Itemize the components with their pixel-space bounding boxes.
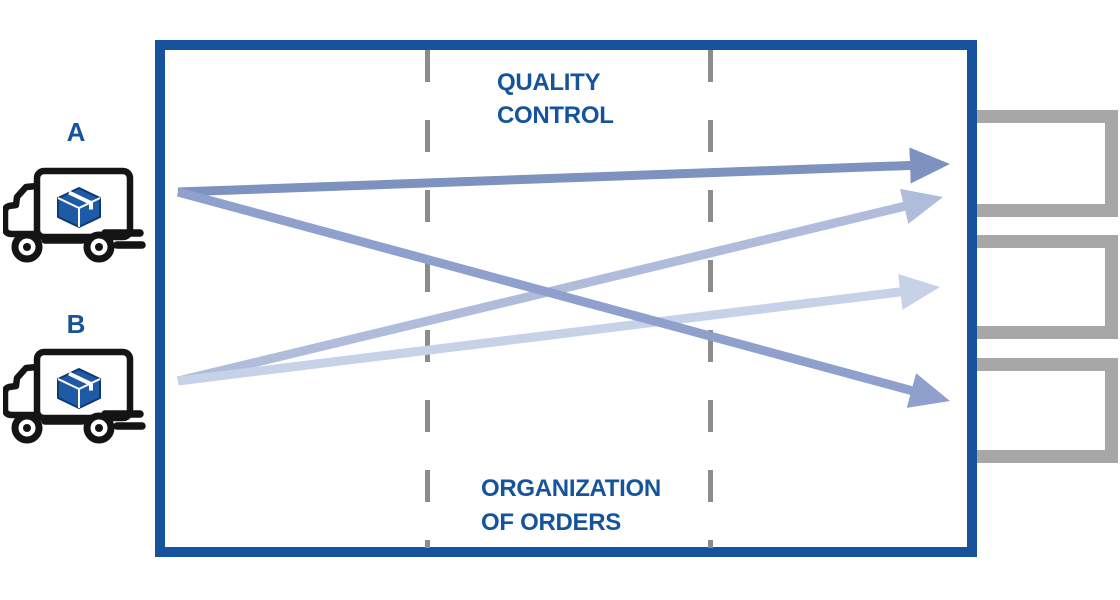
source-a-label: A [66,117,86,147]
quality-control-line1: QUALITY [497,69,601,96]
quality-control-label: QUALITY CONTROL [497,66,614,132]
quality-control-line2: CONTROL [497,102,614,129]
delivery-truck-icon [3,167,146,263]
organization-line2: OF ORDERS [481,509,621,536]
section-divider-2 [708,50,713,548]
bin-2 [977,235,1118,339]
storage-bins [977,0,1118,600]
facility-box [155,40,977,557]
package-icon [57,187,101,228]
package-icon [57,368,101,409]
organization-line1: ORGANIZATION [481,475,661,502]
bin-3 [977,358,1118,463]
delivery-truck-icon [3,348,146,444]
section-divider-1 [425,50,430,548]
bin-1 [977,110,1118,217]
organization-of-orders-label: ORGANIZATION OF ORDERS [481,472,661,540]
source-b-label: B [66,309,86,339]
